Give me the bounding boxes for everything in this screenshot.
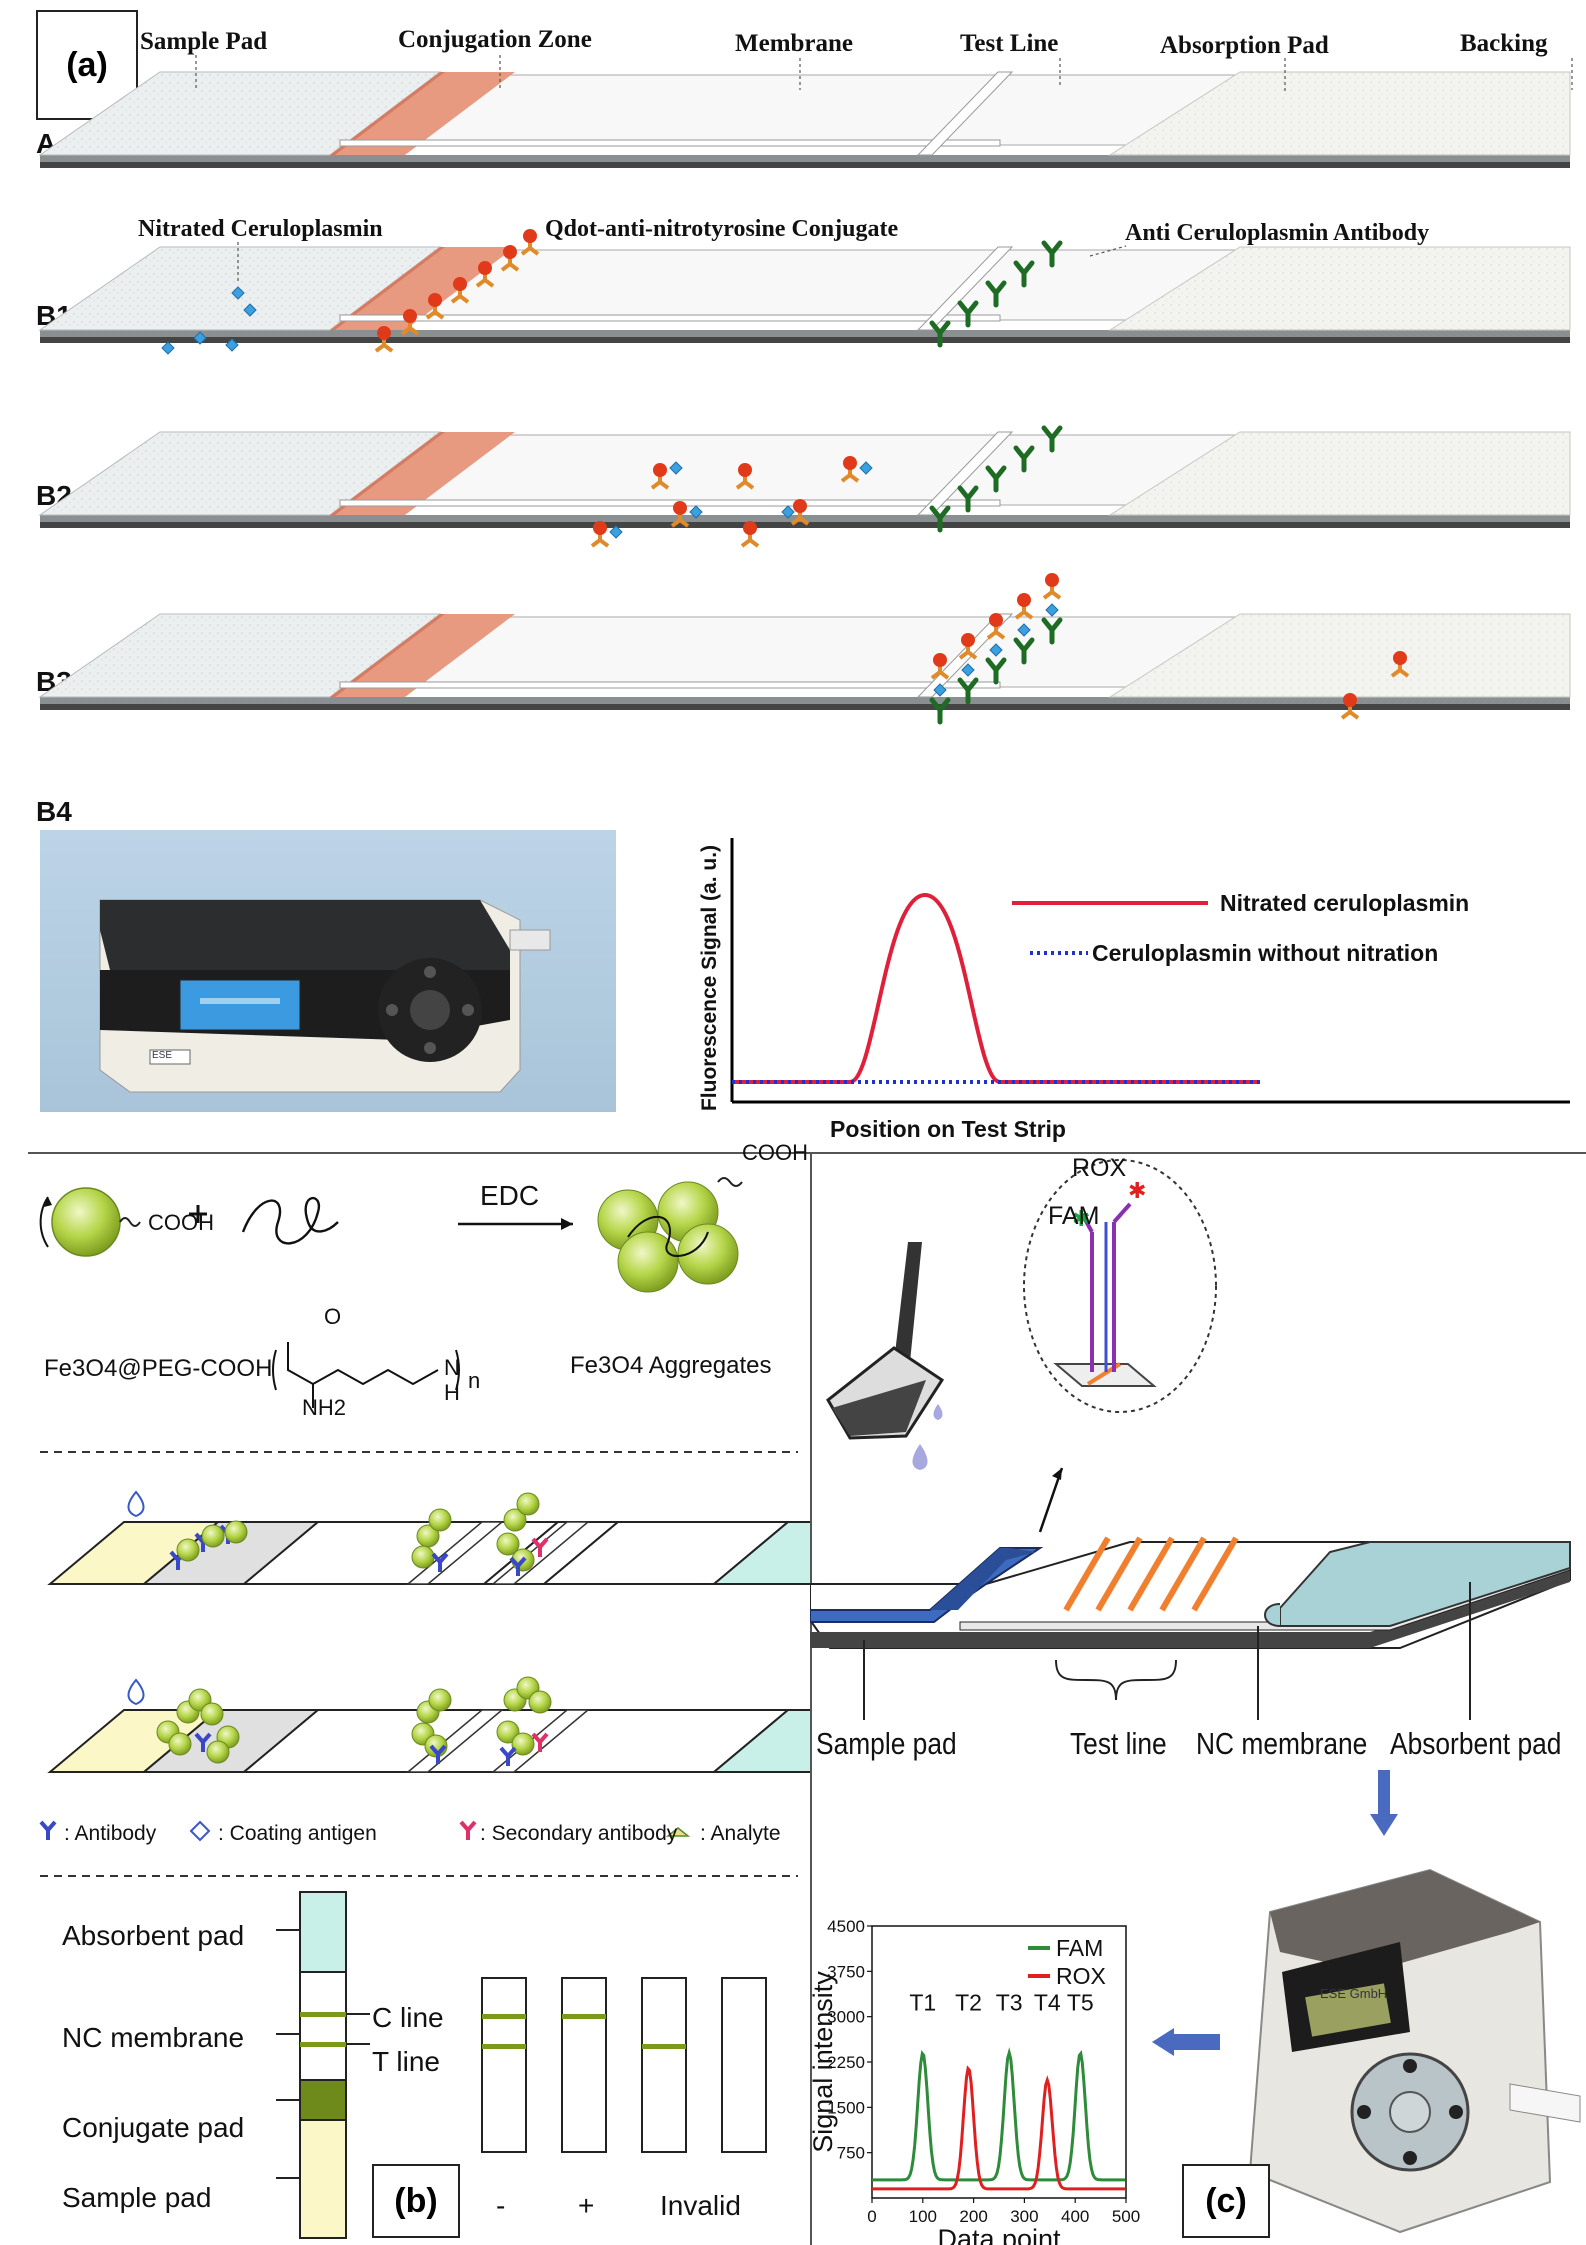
y-tick-label: 3750 <box>827 1962 865 1981</box>
y-tick-label: 2250 <box>827 2053 865 2072</box>
x-tick-label: 500 <box>1112 2207 1140 2226</box>
monomer-h: H <box>444 1380 460 1405</box>
fluorescence-chart <box>730 838 1570 1104</box>
signal-xlabel: Data point <box>937 2224 1061 2245</box>
panel-b-svg <box>39 1177 810 2239</box>
c-line-label: C line <box>372 2002 444 2033</box>
panel-b <box>28 1152 812 2245</box>
panel-c-tag: (c) <box>1182 2164 1270 2238</box>
panel-b-tag: (b) <box>372 2164 460 2238</box>
x-tick-label: 300 <box>1010 2207 1038 2226</box>
panel-a-tag-text: (a) <box>66 45 108 84</box>
label-membrane: Membrane <box>735 30 854 57</box>
y-tick-label: 750 <box>837 2144 865 2163</box>
result-invalid: Invalid <box>660 2190 741 2221</box>
fluor-series-nitrated <box>732 892 1260 1084</box>
panel-b-tag-text: (b) <box>394 2181 438 2220</box>
monomer-n: N <box>444 1355 460 1380</box>
reader-screen-text: ESE GmbH <box>1320 1986 1388 2001</box>
svg-text:✱: ✱ <box>1128 1178 1146 1203</box>
label-qdot-conjugate: Qdot-anti-nitrotyrosine Conjugate <box>545 216 899 242</box>
legend-antibody: : Antibody <box>64 1822 157 1845</box>
peak-label-t5: T5 <box>1067 1990 1094 2016</box>
label-conjugation-zone: Conjugation Zone <box>398 26 592 53</box>
legend-nitrated: Nitrated ceruloplasmin <box>1220 890 1470 916</box>
fam-label: FAM <box>1048 1202 1100 1230</box>
strip-label-absorbent: Absorbent pad <box>62 1920 245 1951</box>
result-negative: - <box>496 2190 506 2221</box>
c-label-absorbent: Absorbent pad <box>1390 1726 1562 1761</box>
legend-coating: : Coating antigen <box>218 1822 377 1845</box>
label-sample-pad: Sample Pad <box>140 28 268 55</box>
fe3o4-peg-label: Fe3O4@PEG-COOH <box>44 1355 273 1382</box>
legend-secondary: : Secondary antibody <box>480 1822 678 1845</box>
fe3o4-agg-label: Fe3O4 Aggregates <box>570 1352 772 1379</box>
c-label-sample: Sample pad <box>816 1726 957 1761</box>
c-label-test: Test line <box>1070 1726 1167 1761</box>
peak-label-t3: T3 <box>996 1990 1023 2016</box>
legend-label-fam: FAM <box>1056 1935 1103 1961</box>
rox-label: ROX <box>1072 1154 1127 1182</box>
cooh-label-1: COOH <box>148 1210 214 1235</box>
x-tick-label: 100 <box>909 2207 937 2226</box>
x-tick-label: 200 <box>959 2207 987 2226</box>
monomer-o: O <box>324 1304 342 1329</box>
series-line-fam <box>872 2047 1125 2182</box>
peak-label-t2: T2 <box>955 1990 982 2016</box>
legend-label-rox: ROX <box>1056 1963 1106 1989</box>
label-nitrated-ceruloplasmin: Nitrated Ceruloplasmin <box>138 216 383 242</box>
fluor-xlabel: Position on Test Strip <box>830 1116 1066 1142</box>
panel-c-tag-text: (c) <box>1205 2181 1247 2220</box>
label-backing: Backing <box>1460 30 1548 57</box>
result-positive: + <box>578 2190 595 2221</box>
signal-ylabel: Signal intensity <box>810 1971 838 2153</box>
panel-c-svg: ✱ ✱ <box>810 1159 1581 2234</box>
y-tick-label: 3000 <box>827 2008 865 2027</box>
strip-label-nc: NC membrane <box>62 2022 245 2053</box>
row-label-b4: B4 <box>36 796 72 827</box>
monomer-n-sub: n <box>468 1368 481 1393</box>
t-line-label: T line <box>372 2046 440 2077</box>
x-tick-label: 400 <box>1061 2207 1089 2226</box>
peak-label-t1: T1 <box>909 1990 936 2016</box>
svg-text:✱: ✱ <box>1072 1206 1090 1231</box>
label-anti-antibody: Anti Ceruloplasmin Antibody <box>1125 220 1430 246</box>
peak-label-t4: T4 <box>1034 1990 1061 2016</box>
c-label-nc: NC membrane <box>1196 1726 1368 1761</box>
label-absorption-pad: Absorption Pad <box>1160 32 1329 59</box>
legend-plain: Ceruloplasmin without nitration <box>1092 940 1439 966</box>
edc-label: EDC <box>480 1180 540 1211</box>
panel-a <box>28 0 1586 1154</box>
y-tick-label: 4500 <box>827 1917 865 1936</box>
label-test-line: Test Line <box>960 30 1059 57</box>
reader-device-photo: ESE <box>40 830 616 1112</box>
panel-a-strips-svg <box>39 55 1573 1160</box>
x-tick-label: 0 <box>867 2207 876 2226</box>
reader-device-svg <box>99 899 551 1093</box>
y-tick-label: 1500 <box>827 2098 865 2117</box>
device-brand: ESE <box>152 1050 173 1061</box>
legend-analyte: : Analyte <box>700 1822 781 1845</box>
fluor-ylabel: Fluorescence Signal (a. u.) <box>698 844 721 1112</box>
signal-chart: 750 1500 2250 3000 3750 4500 0 100 200 300 400 500D… <box>810 1917 1140 2245</box>
series-line-rox <box>872 2065 1125 2191</box>
monomer-nh2: NH2 <box>302 1395 347 1420</box>
strip-label-sample: Sample pad <box>62 2182 212 2213</box>
cooh-label-2: COOH <box>742 1140 808 1165</box>
strip-label-conjugate: Conjugate pad <box>62 2112 245 2143</box>
